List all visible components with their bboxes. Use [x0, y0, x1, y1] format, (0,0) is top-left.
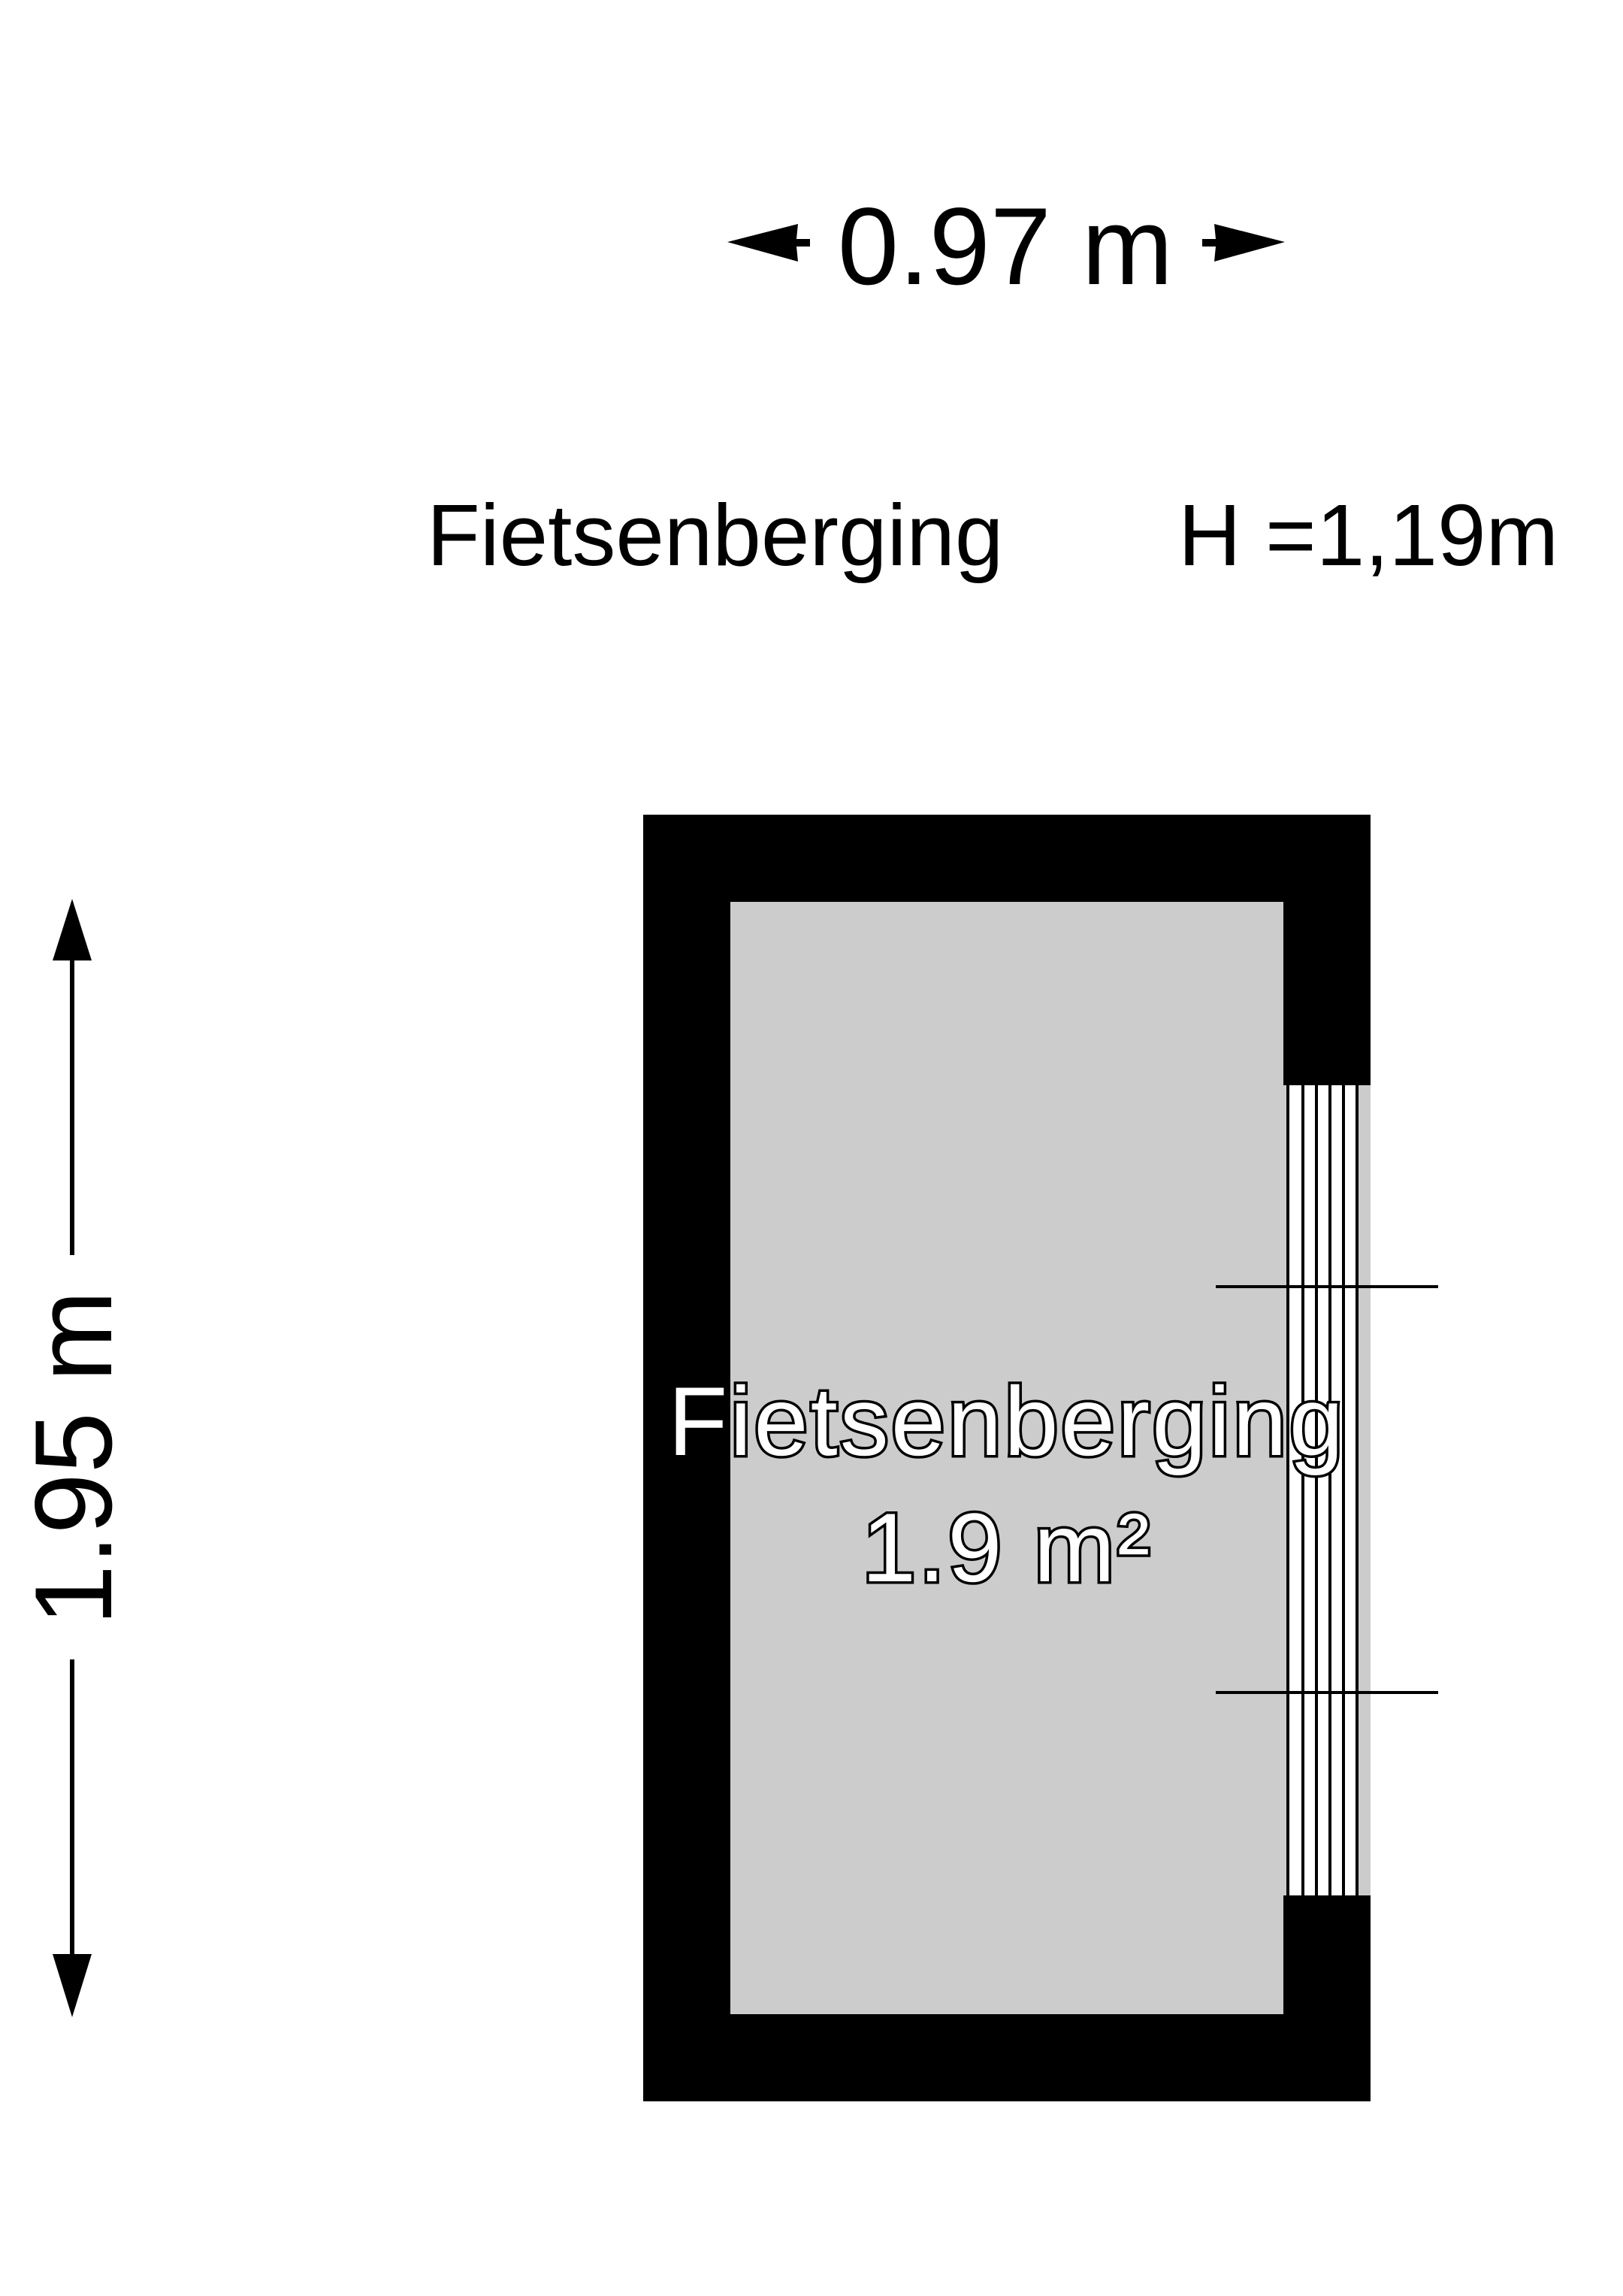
room-area-label: 1.9 m² — [862, 1493, 1152, 1602]
width-label: 0.97 m — [838, 185, 1173, 307]
left-arrow-icon — [727, 224, 810, 262]
up-arrow-icon — [53, 899, 92, 960]
ceiling-height-label: H =1,19m — [1178, 486, 1558, 584]
depth-label: 1.95 m — [12, 1290, 134, 1626]
floor-area — [643, 815, 1371, 2101]
wall-right-lower — [1283, 1895, 1371, 2101]
wall-bottom — [643, 2014, 1371, 2101]
window-opening — [1216, 1085, 1438, 1895]
wall-right-upper — [1283, 815, 1371, 1085]
wall-top — [643, 815, 1371, 902]
room: Fietsenberging 1.9 m² — [643, 815, 1438, 2101]
room-name-label: Fietsenberging — [668, 1366, 1346, 1476]
right-arrow-icon — [1202, 224, 1285, 262]
width-dimension: 0.97 m — [727, 185, 1285, 307]
room-title: Fietsenberging — [427, 486, 1003, 584]
depth-dimension: 1.95 m — [12, 899, 134, 2017]
wall-left — [643, 815, 730, 2101]
down-arrow-icon — [53, 1954, 92, 2017]
